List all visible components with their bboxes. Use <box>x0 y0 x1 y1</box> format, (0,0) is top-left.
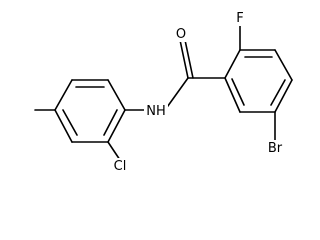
bond-c-n <box>164 77 189 111</box>
bonds <box>34 23 293 161</box>
ring-b-bond-6 <box>107 109 126 143</box>
atom-label-fluorine: F <box>236 11 243 26</box>
ring-b-bond-3 <box>54 79 73 111</box>
ring-b-bond-1 <box>107 79 126 111</box>
atom-label-chlorine: Cl <box>114 159 127 174</box>
ring-b-double-2 <box>62 109 78 136</box>
ring-a-double-3 <box>231 78 245 106</box>
ring-b-double-3 <box>103 109 118 136</box>
molecule-drawing: O F NH Br Cl <box>34 10 293 174</box>
ring-a-bond-1 <box>224 49 241 79</box>
structure-diagram: O F NH Br Cl <box>34 10 293 174</box>
atom-label-bromine: Br <box>268 141 283 156</box>
ring-b-bond-4 <box>54 109 73 143</box>
ring-a-bond-4 <box>274 79 293 113</box>
bond-c-o <box>179 39 189 79</box>
atom-label-nh: NH <box>146 104 166 119</box>
bond-c-o-double <box>184 39 194 79</box>
atom-labels: O F NH Br Cl <box>110 10 285 174</box>
ring-a-bond-3 <box>274 49 293 81</box>
ring-a-bond-6 <box>224 77 241 113</box>
bond-c-cl <box>107 141 121 161</box>
atom-label-oxygen: O <box>176 27 186 42</box>
ring-a-double-2 <box>270 79 286 106</box>
